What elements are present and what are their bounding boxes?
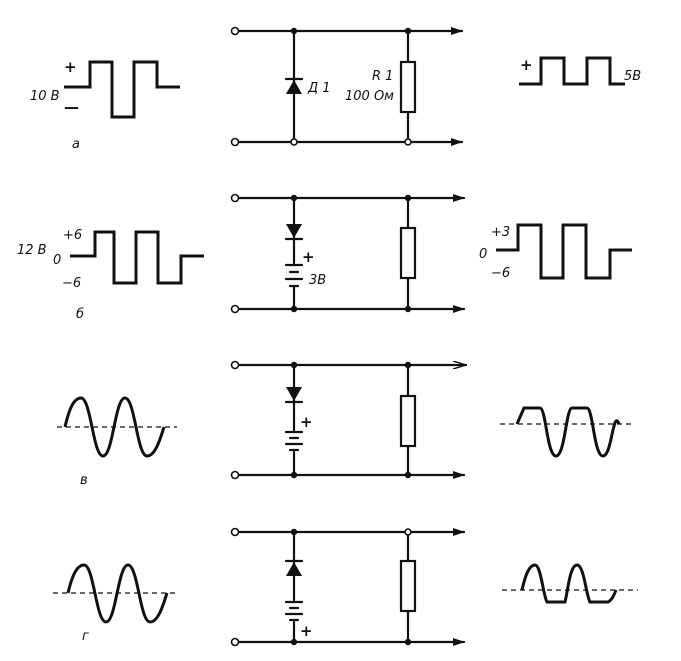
input-square-wave-a: + 10 В — а xyxy=(30,58,180,152)
output-square-wave-b: +3 0 −6 xyxy=(479,223,632,281)
panel-letter-a: а xyxy=(72,137,80,152)
input-plus-sign: + xyxy=(64,58,77,76)
input-terminal-bottom xyxy=(230,137,240,147)
input-bottom-level: −6 xyxy=(62,276,81,291)
input-terminal-top xyxy=(230,26,240,36)
output-top-level: +3 xyxy=(491,225,510,240)
resistor-symbol xyxy=(399,559,417,613)
output-bottom-level: −6 xyxy=(491,266,510,281)
battery-symbol xyxy=(284,263,304,288)
resistor-symbol xyxy=(399,394,417,448)
battery-symbol xyxy=(284,600,304,622)
panel-c: в + xyxy=(57,360,632,488)
panel-letter-c: в xyxy=(80,473,88,488)
input-minus-sign: — xyxy=(64,98,79,116)
input-sine-wave-d: г xyxy=(53,563,178,644)
output-amplitude-label: 5В xyxy=(624,69,641,84)
circuit-d: + xyxy=(230,527,466,647)
diode-symbol xyxy=(286,562,302,576)
output-clipped-wave-c xyxy=(500,406,632,458)
input-square-wave-b: +6 12 В 0 −6 б xyxy=(17,228,204,322)
panel-a: + 10 В — а Д 1 R 1 100 Ом xyxy=(30,26,641,152)
diode-symbol xyxy=(286,387,302,401)
input-sine-wave-c: в xyxy=(57,396,177,488)
battery-plus-sign: + xyxy=(300,413,313,431)
diode-label: Д 1 xyxy=(307,81,331,96)
output-clipped-wave-d xyxy=(502,563,638,604)
resistor-name: R 1 xyxy=(372,69,393,84)
battery-plus-sign: + xyxy=(300,622,313,640)
diode-symbol xyxy=(286,224,302,238)
output-zero-level: 0 xyxy=(479,247,487,262)
output-plus-sign: + xyxy=(520,56,533,74)
input-top-level: +6 xyxy=(63,228,82,243)
resistor-symbol xyxy=(399,226,417,280)
battery-voltage: 3В xyxy=(309,273,326,288)
input-amplitude-label: 12 В xyxy=(17,243,47,258)
resistor-value: 100 Ом xyxy=(345,89,394,104)
circuit-c: + xyxy=(230,360,468,480)
battery-symbol xyxy=(284,430,304,452)
output-square-wave-a: + 5В xyxy=(519,56,641,86)
input-zero-level: 0 xyxy=(53,253,61,268)
panel-letter-b: б xyxy=(76,307,84,322)
resistor-symbol xyxy=(399,60,417,114)
input-amplitude-label: 10 В xyxy=(30,89,60,104)
battery-plus-sign: + xyxy=(302,248,315,266)
circuit-b: + 3В xyxy=(230,193,466,314)
panel-d: г + xyxy=(53,527,638,647)
panel-letter-d: г xyxy=(82,629,89,644)
circuit-a: Д 1 R 1 100 Ом xyxy=(230,26,464,147)
diode-symbol xyxy=(286,80,302,94)
panel-b: +6 12 В 0 −6 б + 3В xyxy=(17,193,632,322)
